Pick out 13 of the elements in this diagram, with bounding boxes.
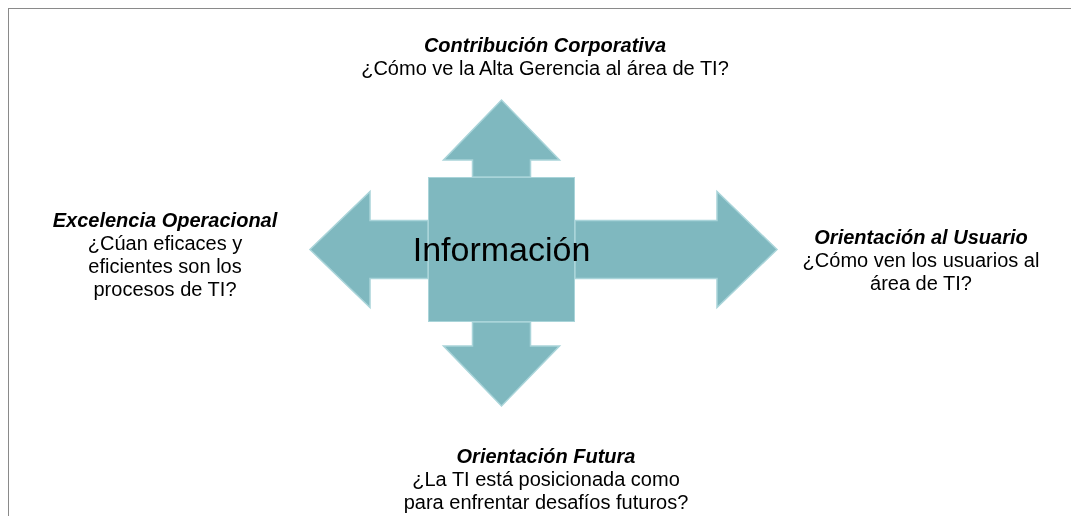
block-arrow	[441, 98, 562, 178]
perspective-heading: Orientación al Usuario	[814, 225, 1028, 249]
perspective-question: ¿Cúan eficaces y eficientes son los procesos de TI?	[86, 232, 244, 301]
block-arrow	[441, 321, 562, 408]
perspective-heading: Orientación Futura	[456, 445, 636, 468]
perspective-question: ¿Cómo ven los usuarios al área de TI?	[801, 248, 1041, 295]
perspective-question: ¿La TI está posicionada como para enfrentar desafíos futuros?	[402, 468, 690, 514]
block-arrow	[574, 189, 779, 310]
node-title: Información	[412, 230, 591, 269]
perspective-heading: Excelencia Operacional	[52, 209, 278, 232]
perspective-question: ¿Cómo ve la Alta Gerencia al área de TI?	[361, 57, 729, 80]
perspective-heading: Contribución Corporativa	[423, 34, 667, 57]
block-arrow	[308, 189, 429, 310]
